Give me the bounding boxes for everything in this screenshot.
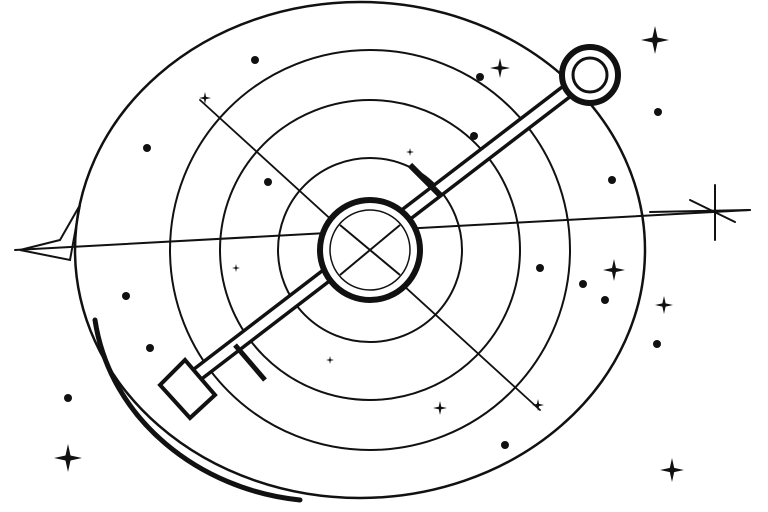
star-icon (326, 356, 334, 364)
star-dot (654, 108, 662, 116)
star-icon (232, 264, 240, 272)
star-dot (501, 441, 509, 449)
star-dot (476, 73, 484, 81)
star-dot (64, 394, 72, 402)
outer-orbit-ring (73, 0, 647, 500)
right-ship-icon (649, 184, 751, 241)
stars-layer (54, 26, 684, 482)
star-icon (660, 458, 684, 482)
star-dot (470, 132, 478, 140)
star-icon (490, 58, 510, 78)
star-icon (532, 399, 544, 411)
orbit-ring-2 (169, 49, 571, 451)
star-icon (603, 259, 625, 281)
star-dot (264, 178, 272, 186)
moon-globe (317, 197, 423, 303)
star-dot (251, 56, 259, 64)
star-icon (641, 26, 669, 54)
star-dot (601, 296, 609, 304)
star-dot (536, 264, 544, 272)
star-dot (653, 340, 661, 348)
orbit-ring-4 (277, 157, 463, 343)
star-dot (122, 292, 130, 300)
star-icon (54, 444, 82, 472)
star-dot (579, 280, 587, 288)
star-icon (655, 296, 673, 314)
star-icon (433, 401, 447, 415)
outer-orbit-shadow (92, 317, 303, 503)
dots-layer (64, 56, 662, 449)
orbit-ring-3 (219, 99, 521, 401)
star-icon (406, 148, 414, 156)
left-comet (19, 204, 81, 262)
star-dot (143, 144, 151, 152)
star-icon (199, 92, 211, 104)
star-dot (146, 344, 154, 352)
star-dot (608, 176, 616, 184)
